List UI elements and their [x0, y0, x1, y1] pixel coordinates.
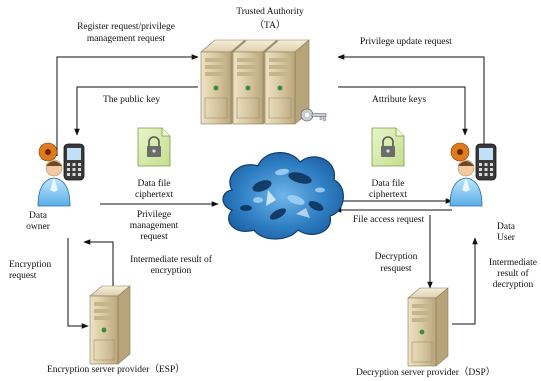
- arrow-register-request: [56, 54, 199, 156]
- arrow-intermediate-encryption: [83, 239, 114, 286]
- label-public-key: The public key: [103, 95, 160, 105]
- cloud-icon: [222, 152, 344, 240]
- label-decryption-request-2: resquest: [380, 264, 412, 274]
- label-register-request-2: management request: [86, 34, 166, 44]
- label-file-access-request: File access request: [353, 215, 425, 225]
- label-intermediate-decryption-1: Intermediate: [488, 258, 537, 268]
- ta-abbr: （TA）: [254, 21, 286, 31]
- user-phone-icon: [449, 142, 497, 207]
- owner-label-2: owner: [26, 222, 50, 232]
- arrow-intermediate-decryption: [452, 237, 478, 325]
- label-encryption-request-2: request: [9, 271, 37, 281]
- user-phone-icon: [37, 142, 85, 207]
- owner-label-1: Data: [29, 211, 47, 221]
- label-intermediate-encryption-1: Intermediate result of: [130, 255, 212, 265]
- label-register-request-1: Register request/privilege: [77, 22, 175, 32]
- label-privilege-mgmt-1: Privilege: [136, 210, 172, 220]
- label-encryption-request-1: Encryption: [9, 260, 52, 270]
- user-label-1: Data: [497, 222, 515, 232]
- document-lock-icon: [137, 127, 171, 167]
- label-attribute-keys: Attribute keys: [372, 95, 427, 105]
- arrow-public-key: [74, 86, 198, 136]
- label-privilege-mgmt-3: request: [140, 232, 168, 242]
- dsp-label: Decryption server provider（DSP）: [356, 368, 496, 378]
- connectors: [56, 54, 485, 329]
- label-intermediate-encryption-2: encryption: [150, 266, 192, 276]
- label-file-left-1: Data file: [137, 179, 171, 189]
- label-privilege-mgmt-2: management: [129, 221, 179, 231]
- arrow-privilege-update: [337, 54, 485, 155]
- arrow-encryption-request: [67, 238, 89, 329]
- server-rack-icon: [407, 287, 449, 367]
- label-file-right-2: ciphertext: [369, 190, 407, 200]
- label-decryption-request-1: Decryption: [374, 252, 418, 262]
- label-privilege-update: Privilege update request: [360, 37, 452, 47]
- label-intermediate-decryption-3: decryption: [492, 280, 534, 290]
- label-file-right-1: Data file: [371, 179, 405, 189]
- key-icon: [300, 108, 327, 122]
- arrow-attribute-keys: [338, 86, 468, 136]
- user-label-2: User: [497, 233, 515, 243]
- server-rack-icon: [89, 285, 131, 365]
- document-lock-icon: [371, 127, 405, 167]
- server-rack-icon: [200, 39, 310, 125]
- label-file-left-2: ciphertext: [135, 190, 173, 200]
- esp-label: Encryption server provider（ESP）: [47, 365, 185, 375]
- ta-title: Trusted Authority: [236, 7, 304, 17]
- label-intermediate-decryption-2: result of: [497, 269, 529, 279]
